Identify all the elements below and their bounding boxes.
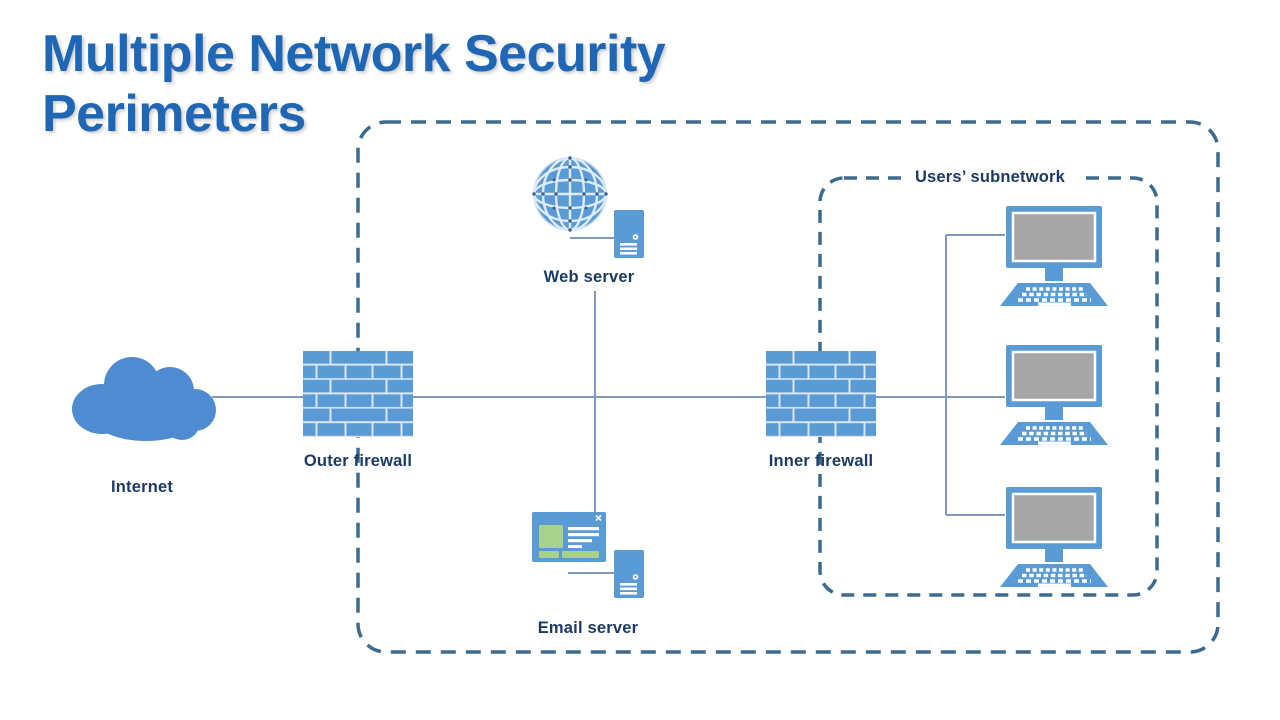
- brick-wall-icon: [303, 351, 413, 437]
- page-title: Multiple Network Security Perimeters: [42, 25, 666, 143]
- email-server-label: Email server: [537, 619, 639, 637]
- desktop-computer-icon: [1000, 345, 1108, 445]
- inner-firewall-label: Inner firewall: [768, 452, 874, 470]
- cloud-icon: [72, 357, 216, 441]
- users-subnetwork-label: Users’ subnetwork: [902, 167, 1078, 189]
- server-tower-icon: [614, 550, 644, 598]
- internet-label: Internet: [110, 478, 174, 496]
- server-tower-icon: [614, 210, 644, 258]
- desktop-computer-icon: [1000, 487, 1108, 587]
- desktop-computer-icon: [1000, 206, 1108, 306]
- web-server-label: Web server: [543, 268, 635, 286]
- brick-wall-icon: [766, 351, 876, 437]
- email-window-icon: [532, 512, 606, 562]
- globe-icon: [532, 156, 608, 232]
- outer-firewall-label: Outer firewall: [303, 452, 413, 470]
